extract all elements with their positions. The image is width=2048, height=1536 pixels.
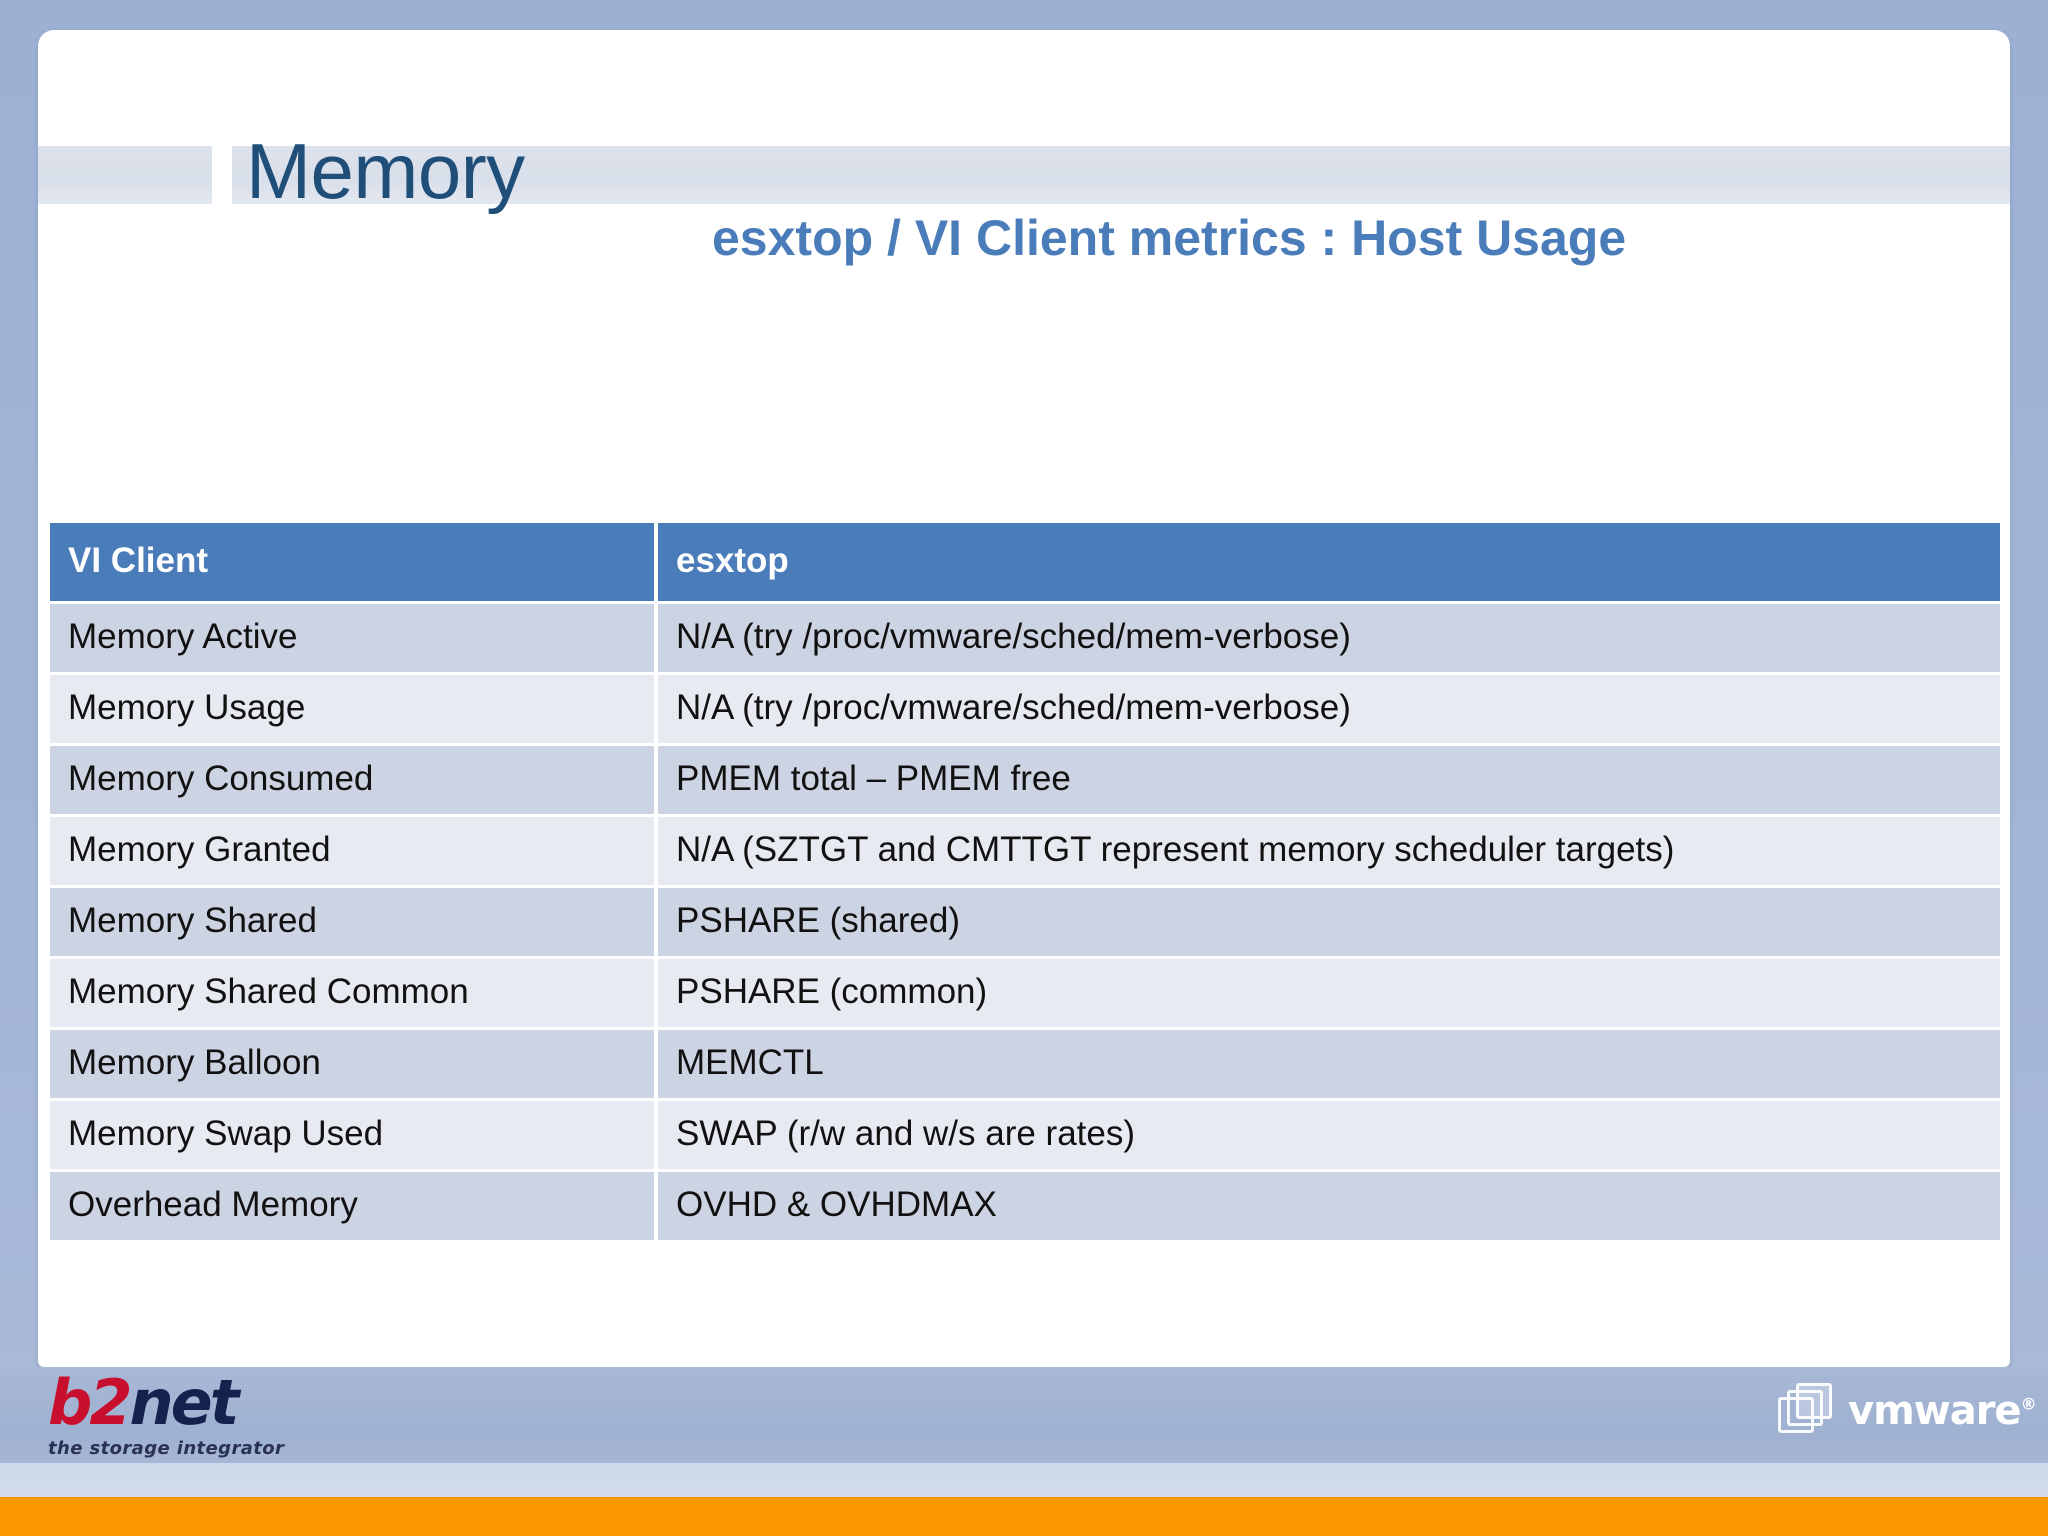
b2net-tagline: the storage integrator: [48, 1438, 285, 1459]
cell-esxtop: PSHARE (common): [658, 959, 2000, 1027]
table-body: Memory Active N/A (try /proc/vmware/sche…: [50, 604, 2000, 1240]
table-row: Overhead Memory OVHD & OVHDMAX: [50, 1172, 2000, 1240]
cell-esxtop: N/A (try /proc/vmware/sched/mem-verbose): [658, 675, 2000, 743]
column-header-vi-client: VI Client: [50, 523, 658, 601]
cell-vi-client: Memory Consumed: [50, 746, 658, 814]
vmware-wordmark: vmware®: [1848, 1388, 2037, 1434]
cell-esxtop: PSHARE (shared): [658, 888, 2000, 956]
page-title: Memory: [246, 127, 525, 215]
vmware-wordmark-text: vmware: [1848, 1388, 2022, 1434]
cell-vi-client: Overhead Memory: [50, 1172, 658, 1240]
b2net-logo-b2: b2: [48, 1366, 133, 1439]
footer-accent-strip: [0, 1463, 2048, 1497]
cell-vi-client: Memory Usage: [50, 675, 658, 743]
metrics-table: VI Client esxtop Memory Active N/A (try …: [50, 520, 2000, 1243]
table-header-row: VI Client esxtop: [50, 523, 2000, 601]
cell-esxtop: OVHD & OVHDMAX: [658, 1172, 2000, 1240]
column-header-esxtop: esxtop: [658, 523, 2000, 601]
cell-esxtop: N/A (try /proc/vmware/sched/mem-verbose): [658, 604, 2000, 672]
page-subtitle: esxtop / VI Client metrics : Host Usage: [712, 210, 1627, 266]
b2net-wordmark: b2net: [48, 1372, 348, 1434]
cell-vi-client: Memory Shared: [50, 888, 658, 956]
table-row: Memory Shared Common PSHARE (common): [50, 959, 2000, 1027]
vmware-logo: vmware®: [1778, 1383, 2037, 1439]
b2net-logo-net: net: [129, 1366, 240, 1439]
cell-vi-client: Memory Active: [50, 604, 658, 672]
table-row: Memory Active N/A (try /proc/vmware/sche…: [50, 604, 2000, 672]
cell-esxtop: SWAP (r/w and w/s are rates): [658, 1101, 2000, 1169]
cell-esxtop: N/A (SZTGT and CMTTGT represent memory s…: [658, 817, 2000, 885]
cell-vi-client: Memory Granted: [50, 817, 658, 885]
table-row: Memory Swap Used SWAP (r/w and w/s are r…: [50, 1101, 2000, 1169]
cell-vi-client: Memory Swap Used: [50, 1101, 658, 1169]
table-row: Memory Balloon MEMCTL: [50, 1030, 2000, 1098]
header-band-right: [232, 146, 2010, 204]
vmware-trademark: ®: [2020, 1394, 2037, 1414]
table-row: Memory Shared PSHARE (shared): [50, 888, 2000, 956]
table-row: Memory Usage N/A (try /proc/vmware/sched…: [50, 675, 2000, 743]
cell-vi-client: Memory Shared Common: [50, 959, 658, 1027]
cell-esxtop: PMEM total – PMEM free: [658, 746, 2000, 814]
table-row: Memory Granted N/A (SZTGT and CMTTGT rep…: [50, 817, 2000, 885]
footer-orange-bar: [0, 1497, 2048, 1536]
b2net-logo: b2net the storage integrator: [48, 1372, 348, 1464]
cell-vi-client: Memory Balloon: [50, 1030, 658, 1098]
vmware-squares-icon: [1778, 1383, 1834, 1439]
header-band-left: [38, 146, 212, 204]
footer-band: [0, 1367, 2048, 1463]
table-row: Memory Consumed PMEM total – PMEM free: [50, 746, 2000, 814]
cell-esxtop: MEMCTL: [658, 1030, 2000, 1098]
